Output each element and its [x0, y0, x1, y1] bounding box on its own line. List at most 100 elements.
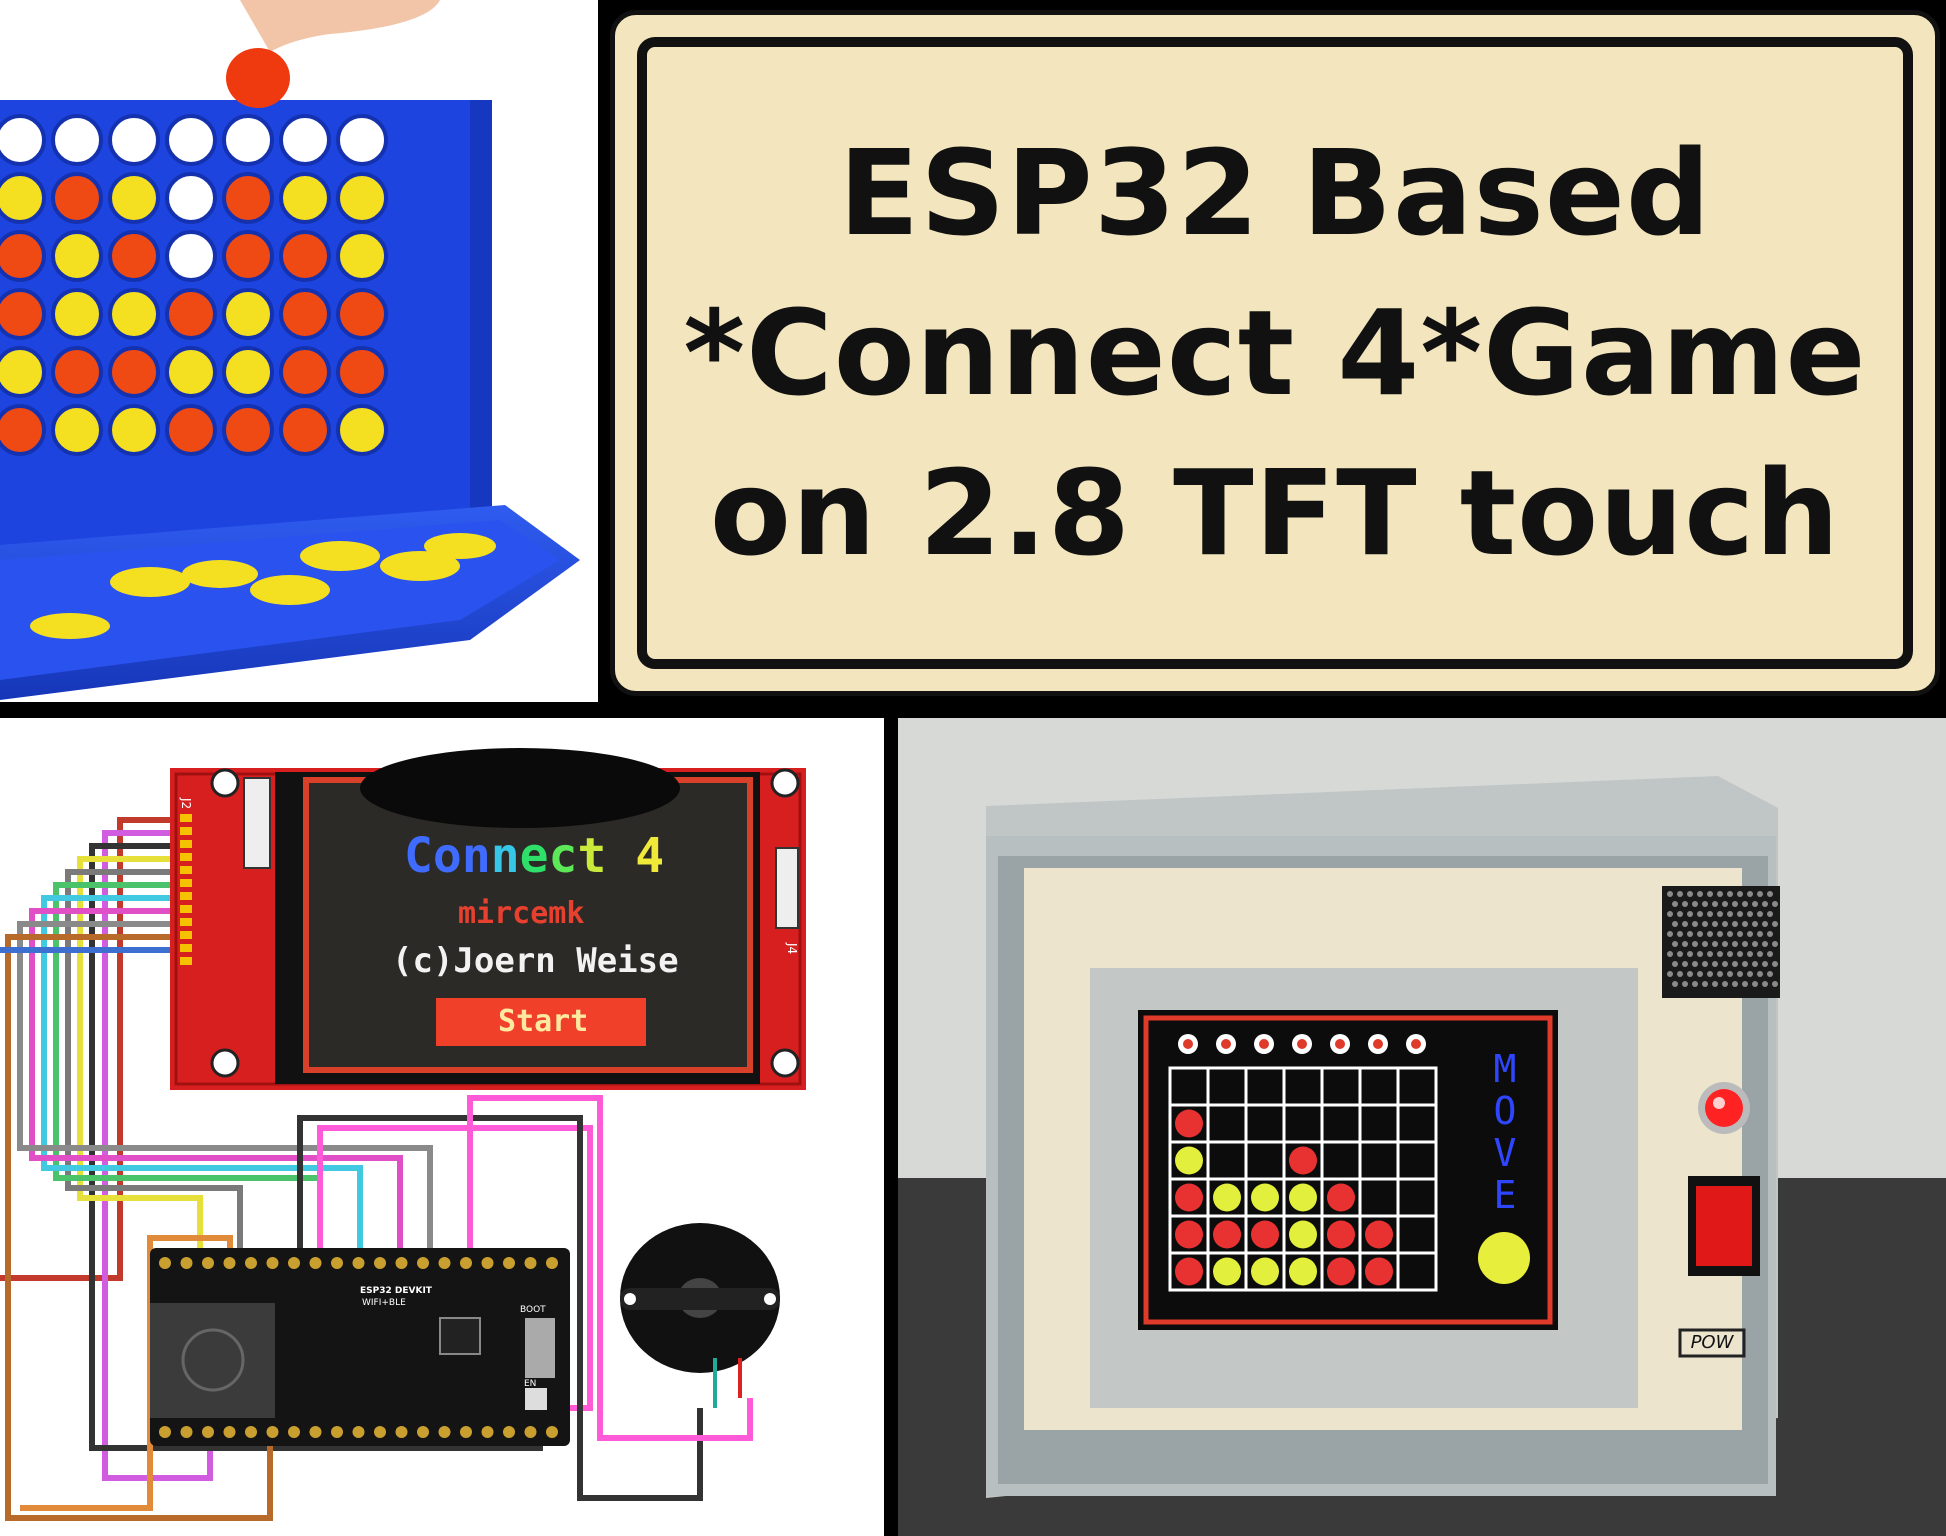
title-letter: n: [490, 828, 520, 884]
game-piece: [1175, 1146, 1203, 1175]
board-slot: [0, 172, 46, 224]
board-slot: [0, 346, 46, 398]
usb-port: [525, 1318, 555, 1378]
board-slot: [0, 288, 46, 340]
title-letter: n: [461, 828, 491, 884]
board-slot: [222, 172, 274, 224]
board-slot: [279, 288, 331, 340]
board-slot: [336, 346, 388, 398]
game-piece: [1175, 1109, 1203, 1138]
esp32-label: ESP32 DEVKIT: [360, 1286, 433, 1296]
board-slot: [51, 346, 103, 398]
wifi-label: WIFI+BLE: [362, 1298, 406, 1308]
board-slot: [336, 404, 388, 456]
board-slot: [279, 346, 331, 398]
board-slot: [222, 288, 274, 340]
title-frame: ESP32 Based *Connect 4*Game on 2.8 TFT t…: [637, 37, 1913, 669]
splash-author: mircemk: [458, 896, 585, 931]
board-slot: [0, 230, 46, 282]
board-slot: [279, 230, 331, 282]
game-piece: [1175, 1220, 1203, 1249]
chip: [439, 1317, 481, 1355]
title-letter: e: [519, 828, 549, 884]
board-slot: [279, 114, 331, 166]
title-line-2: *Connect 4*Game: [683, 284, 1867, 422]
board-slot: [51, 114, 103, 166]
loose-coin: [250, 575, 330, 605]
title-letter: t: [577, 828, 607, 884]
splash-title: Connect 4: [404, 828, 664, 884]
loose-coin: [300, 541, 380, 571]
game-piece: [1327, 1183, 1355, 1212]
wiring-diagram: J2 J4 ESP32 DEVKIT WIFI+BLE BOOT EN Conn…: [0, 718, 884, 1536]
device-illustration: [898, 776, 1946, 1536]
board-slot: [0, 404, 46, 456]
current-piece: [1478, 1232, 1530, 1284]
title-letter: c: [548, 828, 578, 884]
splash-start-label[interactable]: Start: [498, 1004, 589, 1039]
game-piece: [1213, 1183, 1241, 1212]
game-piece: [1365, 1257, 1393, 1286]
title-line-3: on 2.8 TFT touch: [709, 444, 1841, 582]
move-letter: O: [1493, 1089, 1517, 1133]
board-slot: [108, 288, 160, 340]
board-slot: [279, 172, 331, 224]
board-slot: [51, 230, 103, 282]
physical-game-photo: [0, 0, 598, 702]
game-piece: [1365, 1220, 1393, 1249]
power-label: POW: [1690, 1332, 1734, 1353]
mount-hole: [210, 768, 240, 798]
board-slot: [51, 172, 103, 224]
mount-hole: [210, 1048, 240, 1078]
board-slot: [165, 230, 217, 282]
j2-label: J2: [179, 797, 193, 809]
mount-hole: [770, 1048, 800, 1078]
loose-coin: [110, 567, 190, 597]
game-piece: [1175, 1257, 1203, 1286]
board-slot: [108, 172, 160, 224]
board-slot: [108, 114, 160, 166]
board-slot: [222, 404, 274, 456]
board-slot: [336, 172, 388, 224]
board-slot: [222, 114, 274, 166]
board-slot: [165, 346, 217, 398]
loose-coin: [380, 551, 460, 581]
board-slot: [279, 404, 331, 456]
title-letter: [606, 828, 635, 884]
boot-label: BOOT: [520, 1305, 546, 1315]
start-button[interactable]: [436, 998, 646, 1046]
board-slot: [108, 404, 160, 456]
game-piece: [1327, 1220, 1355, 1249]
board-slot: [222, 230, 274, 282]
splash-credit: (c)Joern Weise: [392, 941, 679, 981]
loose-coin: [424, 533, 496, 559]
title-letter: o: [432, 828, 462, 884]
title-line-1: ESP32 Based: [838, 124, 1712, 262]
title-letter: C: [404, 828, 433, 884]
power-led: [1705, 1089, 1743, 1127]
hand: [240, 0, 440, 52]
board-slot: [165, 288, 217, 340]
board-slot: [51, 404, 103, 456]
game-piece: [1213, 1220, 1241, 1249]
game-piece: [1289, 1183, 1317, 1212]
esp32-module: [150, 1303, 275, 1418]
move-letter: V: [1493, 1131, 1517, 1175]
en-button: [525, 1388, 547, 1410]
en-label: EN: [524, 1379, 536, 1389]
j4-label: J4: [785, 942, 799, 954]
game-piece: [1175, 1183, 1203, 1212]
board-slot: [108, 230, 160, 282]
wiring-illustration: J2 J4 ESP32 DEVKIT WIFI+BLE BOOT EN: [0, 748, 806, 1521]
move-letter: M: [1493, 1047, 1517, 1091]
game-piece: [1289, 1257, 1317, 1286]
game-piece: [1251, 1183, 1279, 1212]
loose-coin: [30, 613, 110, 639]
game-piece: [1251, 1257, 1279, 1286]
board-slot: [336, 288, 388, 340]
game-piece: [1289, 1220, 1317, 1249]
red-coin-dropping: [226, 48, 290, 108]
loose-coin: [182, 560, 258, 588]
board-slot: [0, 114, 46, 166]
